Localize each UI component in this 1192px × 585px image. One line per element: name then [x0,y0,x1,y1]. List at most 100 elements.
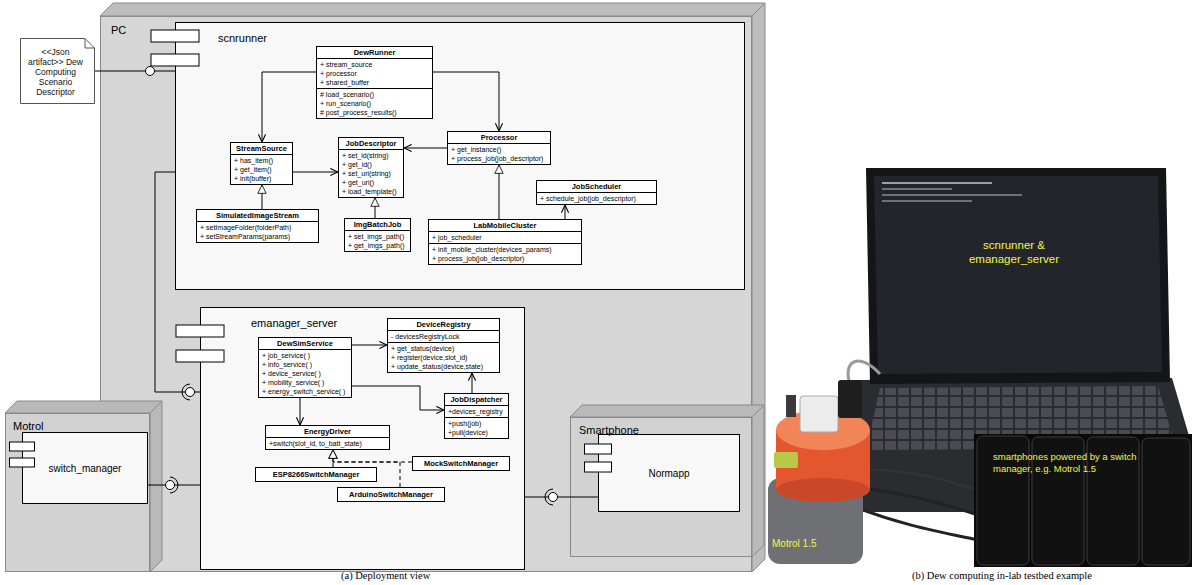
class-box: DeviceRegistry- devicesRegistryLock+ get… [387,318,500,373]
class-compartment: + init_mobile_cluster(devices_params)+ p… [429,243,581,264]
class-compartment: + job_service( )+ info_service( )+ devic… [259,349,351,397]
class-box: DewSimService+ job_service( )+ info_serv… [258,337,352,398]
class-box: ImgBatchJob+ set_imgs_path()+ get_imgs_p… [344,218,411,252]
class-member: + get_imgs_path() [345,241,410,250]
component-port-rect [585,444,612,454]
photo-annotation: smartphones powered by a switch manager,… [993,451,1145,475]
class-member: + run_scenario() [317,99,432,108]
artifact-note: <<Json artifact>> Dew Computing Scenario… [20,38,95,104]
motrol-body-bottom [776,478,870,502]
figure-caption: (a) Deployment view [341,569,430,582]
class-name: StreamSource [231,144,292,153]
terminal-line [882,194,1022,196]
class-member: + setStreamParams(params) [197,232,318,241]
class-name: DewSimService [259,339,351,348]
class-name: MockSwitchManager [413,459,509,468]
uml-connector [375,198,376,218]
class-name: JobScheduler [537,182,656,191]
class-compartment: +push(job)+pull(device) [445,417,508,438]
class-member: - devicesRegistryLock [388,332,499,341]
class-header: Processor [448,132,550,143]
component-name: Normapp [648,467,689,480]
class-name: SimulatedImageStream [197,211,318,220]
charger [838,380,862,418]
class-member: + info_service( ) [259,360,351,369]
class-compartment: + setImageFolder(folderPath)+ setStreamP… [197,221,318,242]
class-header: StreamSource [231,143,292,154]
laptop-screen [874,176,1162,374]
component-name: switch_manager [49,462,122,475]
class-member: + update_status(device,state) [388,362,499,371]
class-header: DewRunner [317,47,432,58]
class-member: + process_job(job_descriptor) [448,154,550,163]
class-compartment: + get_status(device)+ register(device,sl… [388,342,499,372]
uml-connector [433,72,499,131]
class-member: # post_process_results() [317,108,432,117]
class-member: + job_scheduler [429,233,581,242]
class-box: EnergyDriver+switch(slot_id, to_batt_sta… [265,425,390,450]
interface-symbols [146,67,558,506]
terminal-line [882,188,952,190]
artifact-text: <<Json artifact>> Dew Computing Scenario… [25,47,86,97]
realization-line [333,450,400,487]
label-anchor: scnrunner & emanager_server [958,238,1070,266]
uml-connector [95,71,175,72]
smartphone-photo [1142,438,1190,565]
component-port-rect [151,54,199,66]
connectors [95,71,598,497]
component-port-rect [585,462,612,472]
class-member: + has_item() [231,156,292,165]
component-box: switch_manager [22,432,148,504]
class-header: JobScheduler [537,181,656,192]
node-side-face [752,405,764,557]
class-box: DewRunner+ stream_source+ processor+ sha… [316,46,433,119]
class-name: DeviceRegistry [388,320,499,329]
class-box: ArduinoSwitchManager [337,487,445,502]
figure-caption: (b) Dew computing in-lab testbed example [912,569,1092,582]
class-member: + get_status(device) [388,344,499,353]
provided-interface-ball [166,481,175,490]
class-member: + process_job(job_descriptor) [429,254,581,263]
uml-connector [352,386,444,410]
class-box: LabMobileCluster+ job_scheduler+ init_mo… [428,219,582,265]
phones-ground [974,434,1192,567]
photo-annotation: Motrol 1.5 [772,537,816,550]
class-member: + get_item() [231,165,292,174]
usb-cable [858,488,978,515]
uml-connector [293,172,338,173]
class-header: ArduinoSwitchManager [338,488,444,501]
class-member: + get_uri() [339,178,403,187]
class-header: MockSwitchManager [413,457,509,470]
uml-connector [262,72,316,142]
class-compartment: + get_instance()+ process_job(job_descri… [448,143,550,164]
note-shape [21,39,95,104]
uml-connector [565,205,566,219]
class-member: + stream_source [317,60,432,69]
class-name: JobDispatcher [445,395,508,404]
class-box: StreamSource + has_item()+ get_item()+ in… [230,142,293,185]
class-box: JobScheduler+ schedule_job(job_descripto… [536,180,657,205]
note-fold [85,39,95,49]
laptop-bezel [866,168,1170,384]
class-box: JobDispatcher+devices_registry+push(job)… [444,393,509,439]
uml-connector [148,485,200,486]
class-member: + init(buffer) [231,174,292,183]
class-member: + shared_buffer [317,78,432,87]
component-name: scnrunner [218,32,267,45]
required-interface-socket [182,384,190,400]
component-box: scnrunnerDewRunner + stream_source + proce… [175,22,745,290]
class-box: ESP8266SwitchManager [255,467,377,482]
class-header: SimulatedImageStream [197,210,318,221]
class-box: MockSwitchManager [412,456,510,471]
class-member: + load_template() [339,187,403,196]
class-member: + register(device,slot_id) [388,353,499,362]
uml-connector [262,185,263,209]
class-name: ESP8266SwitchManager [256,470,376,479]
class-header: ESP8266SwitchManager [256,468,376,481]
usb-hub [800,396,838,432]
node-top-face [5,401,162,413]
uml-connector [404,148,447,149]
label-anchor: (a) Deployment view [341,569,430,582]
class-member: + set_id(string) [339,151,403,160]
usb-plug [774,452,798,468]
